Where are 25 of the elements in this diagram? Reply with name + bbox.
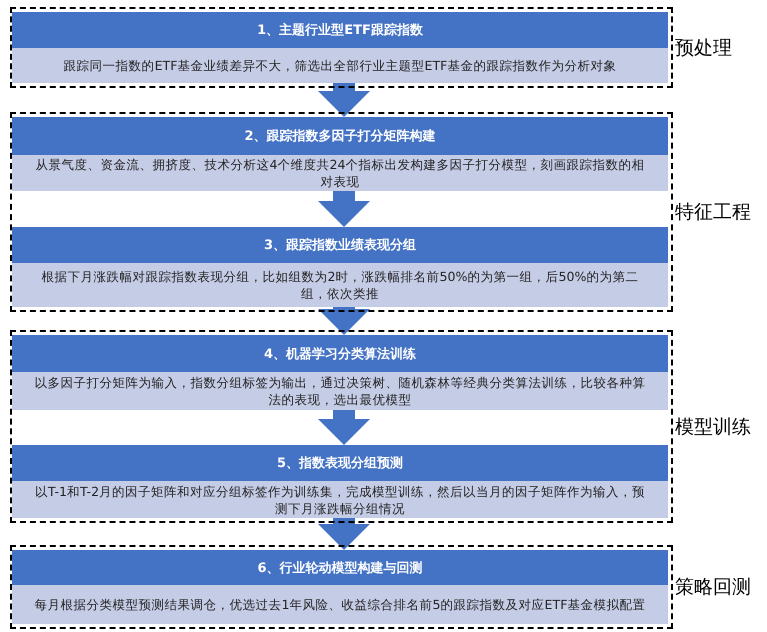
stage-label: 策略回测	[675, 575, 751, 600]
stage-label: 预处理	[675, 36, 732, 60]
step-header: 6、行业轮动模型构建与回测	[12, 550, 668, 585]
process-box	[12, 227, 668, 307]
step-description: 根据下月涨跌幅对跟踪指数表现分组，比如组数为2时，涨跌幅排名前50%的为第一组，后50%的为第二组，依次类推	[40, 268, 640, 302]
step-header: 5、指数表现分组预测	[12, 445, 668, 481]
arrow	[318, 410, 370, 445]
arrow	[318, 307, 370, 335]
step-header: 1、主题行业型ETF跟踪指数	[12, 12, 668, 48]
arrow	[318, 191, 370, 227]
step-description: 每月根据分类模型预测结果调仓，优选过去1年风险、收益综合排名前5的跟踪指数及对应ETF基金模拟配置	[34, 596, 646, 613]
arrow	[318, 518, 370, 550]
process-box	[12, 335, 668, 410]
arrow	[318, 83, 370, 117]
process-box	[12, 445, 668, 518]
process-box	[12, 117, 668, 191]
stage-label: 模型训练	[675, 414, 751, 440]
step-header: 4、机器学习分类算法训练	[12, 335, 668, 372]
step-header: 2、跟踪指数多因子打分矩阵构建	[12, 117, 668, 155]
step-header: 3、跟踪指数业绩表现分组	[12, 227, 668, 263]
step-description: 跟踪同一指数的ETF基金业绩差异不大，筛选出全部行业主题型ETF基金的跟踪指数作为分析对象	[64, 57, 616, 74]
stage-label: 特征工程	[675, 200, 751, 225]
step-description: 以T-1和T-2月的因子矩阵和对应分组标签作为训练集，完成模型训练，然后以当月的因子矩阵作为输入，预测下月涨跌幅分组情况	[34, 482, 646, 516]
step-description: 从景气度、资金流、拥挤度、技术分析这4个维度共24个指标出发构建多因子打分模型，刻画跟踪指数的相对表现	[34, 156, 646, 190]
step-description: 以多因子打分矩阵为输入，指数分组标签为输出，通过决策树、随机森林等经典分类算法训练，比较各种算法的表现，选出最优模型	[34, 374, 646, 408]
